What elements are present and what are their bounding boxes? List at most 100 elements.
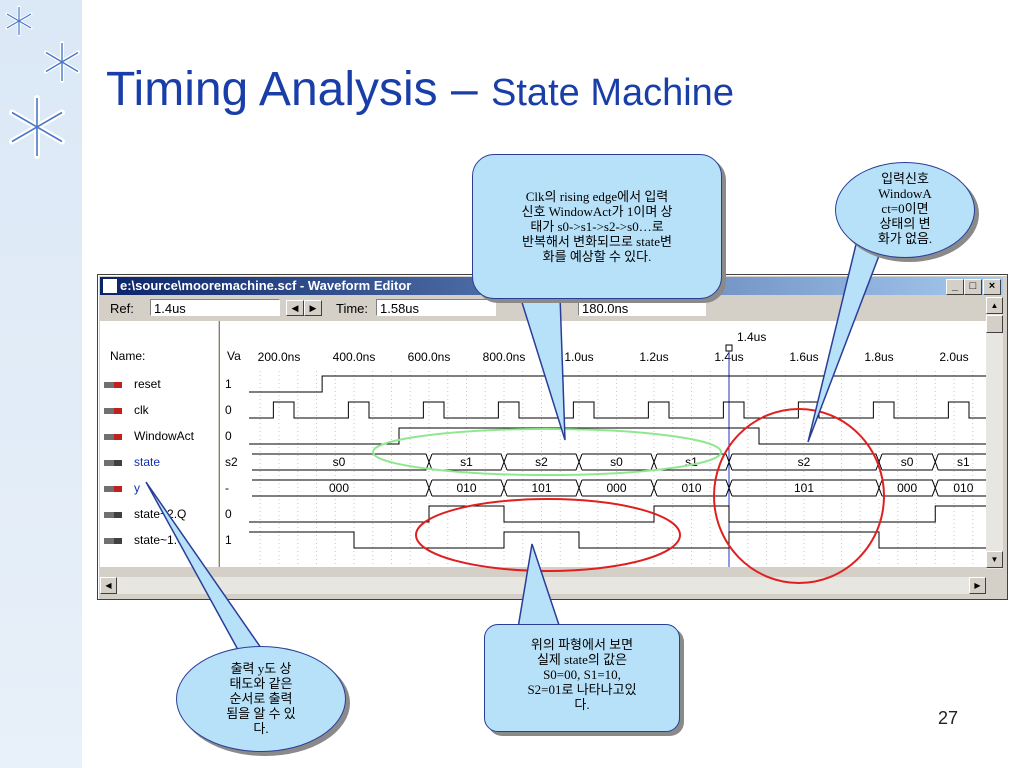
close-button[interactable]: × [983,279,1001,295]
time-tick-label: 1.0us [564,350,593,364]
scroll-down-button[interactable]: ▼ [986,551,1003,568]
bus-value-label: s0 [333,455,346,469]
callout-line: 위의 파형에서 보면 [530,637,634,652]
signal-name: state~2.Q [134,507,187,521]
bus-segment [582,479,658,497]
callout-pointer-bottom-left [145,481,270,669]
bus-segment [657,479,733,497]
interval-field[interactable]: 180.0ns [578,299,706,316]
time-tick-label: 400.0ns [333,350,376,364]
prev-transition-button[interactable]: ◀ [286,300,304,316]
bus-segment [507,479,583,497]
signal-row[interactable]: y [100,475,218,501]
signal-pin-icon [104,538,122,544]
page-number: 27 [938,708,959,728]
signal-pin-icon [104,512,122,518]
signal-row[interactable]: clk [100,397,218,423]
window-title: e:\source\mooremachine.scf - Waveform Ed… [120,278,412,293]
time-tick-label: 600.0ns [408,350,451,364]
scroll-left-button[interactable]: ◀ [100,577,117,594]
signal-row[interactable]: WindowAct [100,423,218,449]
slide-title-main: Timing Analysis – [106,63,492,116]
callout-line: ct=0이면 [881,201,929,216]
snowflake-icon [44,41,80,83]
scroll-right-button[interactable]: ▶ [969,577,986,594]
signal-row[interactable]: state~1.Q [100,527,218,553]
signal-pin-icon [104,408,122,414]
time-field[interactable]: 1.58us [376,299,496,316]
bus-value-label: s0 [901,455,914,469]
callout-line: 화가 없음. [877,231,933,246]
callout-line: 태가 s0->s1->s2->s0…로 [530,219,664,234]
signal-value: s2 [225,455,238,469]
bus-segment [882,453,939,471]
callout-bottom-left: 출력 y도 상 태도와 같은 순서로 출력 됨을 알 수 있 다. [176,646,346,752]
scroll-thumb[interactable] [986,315,1003,333]
time-label: Time: [336,301,369,316]
snowflake-icon [5,5,33,37]
bus-segment [657,453,733,471]
time-tick-label: 200.0ns [258,350,301,364]
bus-value-label: 000 [329,481,349,495]
green-highlight-ellipse [372,428,722,476]
callout-line: 상태의 변 [879,216,931,231]
signal-name: reset [134,377,161,391]
scroll-up-button[interactable]: ▲ [986,297,1003,314]
signal-name: WindowAct [134,429,195,443]
signal-row[interactable]: state [100,449,218,475]
value-column-header: Va [227,349,241,363]
signal-pin-icon [104,434,122,440]
name-column-header: Name: [110,349,146,363]
ref-field[interactable]: 1.4us [150,299,280,316]
signal-name: y [134,481,140,495]
red-highlight-circle [713,408,885,584]
bus-segment [252,479,433,497]
signal-pin-icon [104,486,122,492]
bus-value-label: 101 [531,481,551,495]
maximize-button[interactable]: □ [964,279,982,295]
bus-value-label: 101 [794,481,814,495]
next-transition-button[interactable]: ▶ [304,300,322,316]
callout-pointer-top-right [807,226,886,443]
callout-line: 다. [574,697,590,712]
callout-line: WindowA [878,186,932,201]
signal-value: 0 [225,429,232,443]
bus-value-label: s2 [535,455,548,469]
callout-line: 실제 state의 값은 [536,652,628,667]
bus-value-label: 010 [456,481,476,495]
red-highlight-ellipse [415,498,681,572]
signal-row[interactable]: reset [100,371,218,397]
callout-line: 순서로 출력 [229,691,293,706]
minimize-button[interactable]: _ [946,279,964,295]
signal-value: 1 [225,377,232,391]
bus-segment [432,453,508,471]
slide-title-sub: State Machine [491,72,734,114]
bus-value-label: 010 [953,481,973,495]
slide-title: Timing Analysis – State Machine [106,62,734,117]
ref-label: Ref: [110,301,134,316]
signal-value: 0 [225,403,232,417]
signal-row[interactable]: state~2.Q [100,501,218,527]
bus-value-label: s1 [460,455,473,469]
waveform-editor-window: e:\source\mooremachine.scf - Waveform Ed… [97,274,1008,600]
time-tick-label: 2.0us [939,350,968,364]
signal-name: clk [134,403,149,417]
callout-top-right: 입력신호 WindowA ct=0이면 상태의 변 화가 없음. [835,162,975,258]
bus-value-label: 000 [897,481,917,495]
callout-line: 됨을 알 수 있 [226,706,296,721]
signal-waveform [249,375,986,393]
callout-line: 입력신호 [881,171,929,186]
signal-value: 0 [225,507,232,521]
callout-line: 신호 WindowAct가 1이며 상 [521,204,673,219]
bus-segment [882,479,939,497]
bus-segment [507,453,583,471]
signal-name: state~1.Q [134,533,187,547]
signal-waveform [249,427,986,445]
callout-line: 화를 예상할 수 있다. [542,249,652,264]
bus-segment [732,453,883,471]
vertical-scrollbar[interactable]: ▲ ▼ [986,297,1003,569]
callout-line: S2=01로 나타나고있 [527,682,637,697]
